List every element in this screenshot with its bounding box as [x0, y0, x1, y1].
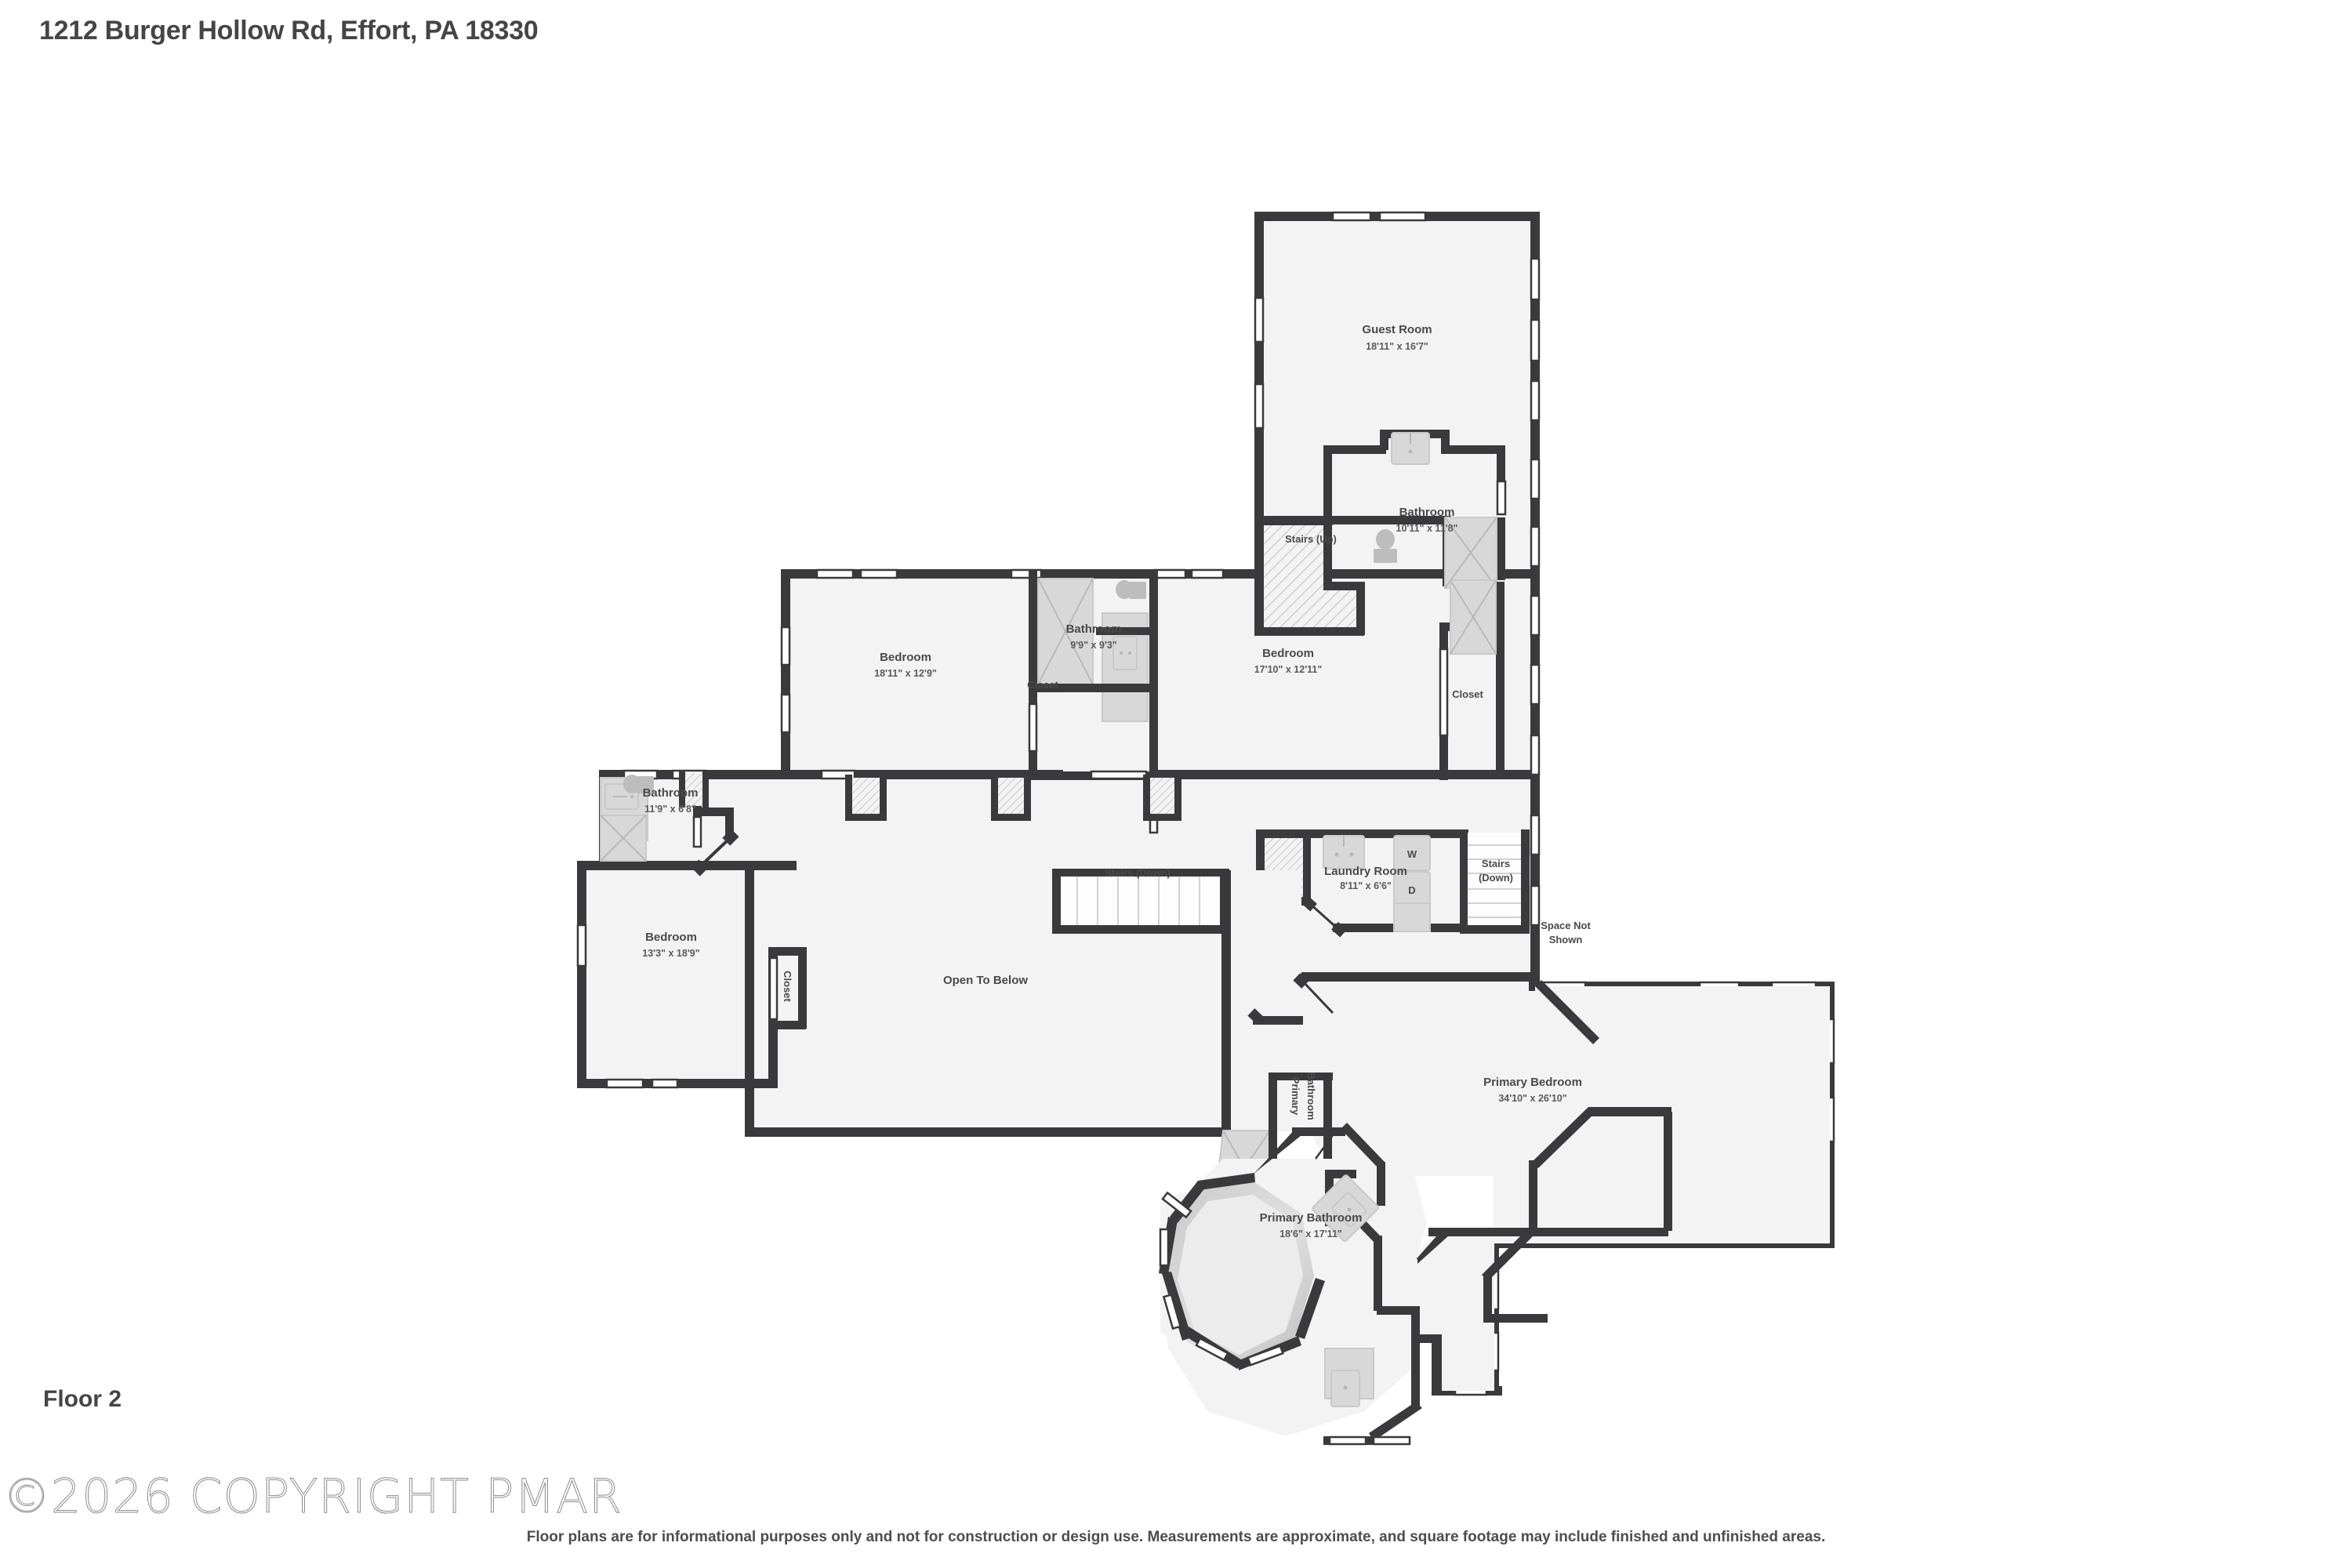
- disclaimer-text: Floor plans are for informational purpos…: [526, 1529, 1826, 1545]
- label-washer: W: [1407, 848, 1417, 860]
- laundry-and-stairs: [1256, 829, 1530, 938]
- label-bathroom-far-left-dim: 11'9" x 6'8": [644, 804, 696, 815]
- closet-right: [1439, 579, 1504, 780]
- label-primary-bathroom: Primary Bathroom: [1260, 1211, 1363, 1225]
- label-guest-room: Guest Room: [1362, 323, 1432, 336]
- label-bathroom-mid: Bathroom: [1066, 622, 1122, 636]
- label-closet-right: Closet: [1452, 688, 1483, 700]
- label-space-not-shown: Space Not: [1541, 920, 1591, 931]
- label-guest-room-dim: 18'11" x 16'7": [1366, 341, 1428, 352]
- label-bedroom-far-left: Bedroom: [645, 931, 697, 944]
- label-open-to-below: Open To Below: [943, 974, 1028, 987]
- label-closet-mid: Closet: [1027, 679, 1058, 691]
- label-bathroom-mid-dim: 9'9" x 9'3": [1070, 640, 1117, 651]
- label-laundry-room-dim: 8'11" x 6'6": [1340, 880, 1392, 891]
- label-stairs-down-right-2: (Down): [1479, 872, 1513, 884]
- primary-bathroom: [1159, 1073, 1422, 1446]
- label-laundry-room: Laundry Room: [1324, 865, 1407, 878]
- label-bathroom-far-left: Bathroom: [643, 786, 699, 800]
- label-space-not-shown-2: Shown: [1549, 934, 1583, 946]
- label-bedroom-right: Bedroom: [1262, 647, 1314, 660]
- label-stairs-up: Stairs (Up): [1285, 533, 1337, 545]
- bathroom-upper-fixtures: [1374, 432, 1497, 589]
- copyright-watermark: ©2026 COPYRIGHT PMAR: [3, 1469, 622, 1525]
- label-stairs-down-left: Stairs (Down): [1105, 867, 1171, 879]
- label-bedroom-far-left-dim: 13'3" x 18'9": [642, 948, 699, 959]
- label-primary-bathroom-dim: 18'6" x 17'11": [1279, 1229, 1342, 1240]
- bathroom-far-left: [600, 771, 739, 877]
- room-labels: Guest Room 18'11" x 16'7" Bathroom 10'11…: [642, 323, 1591, 1240]
- label-closet-vertical: Closet: [782, 971, 793, 1002]
- label-primary-bedroom-dim: 34'10" x 26'10": [1498, 1093, 1566, 1104]
- stairs-down-left: [1052, 869, 1229, 934]
- page-title: 1212 Burger Hollow Rd, Effort, PA 18330: [39, 16, 539, 45]
- primary-link-hall: [1231, 870, 1345, 1025]
- label-bedroom-left: Bedroom: [880, 651, 931, 664]
- label-primary-bathroom-vertical: Primary: [1290, 1077, 1301, 1116]
- label-bedroom-left-dim: 18'11" x 12'9": [874, 668, 937, 679]
- label-dryer: D: [1408, 884, 1415, 896]
- label-primary-bedroom: Primary Bedroom: [1483, 1076, 1582, 1089]
- stairs-up: [1254, 517, 1365, 636]
- bedroom-far-left-corner: [577, 861, 586, 872]
- mid-section-walls: [1028, 571, 1159, 834]
- label-bathroom-upper: Bathroom: [1399, 506, 1455, 519]
- corridor-closets: [845, 775, 1181, 821]
- closet-vertical: [768, 947, 807, 1029]
- label-primary-bathroom-vertical-2: Bathroom: [1305, 1072, 1317, 1120]
- label-stairs-down-right: Stairs: [1482, 858, 1510, 869]
- label-bedroom-right-dim: 17'10" x 12'11": [1254, 664, 1323, 675]
- floor-label: Floor 2: [43, 1386, 122, 1412]
- label-bathroom-upper-dim: 10'11" x 11'8": [1396, 523, 1458, 534]
